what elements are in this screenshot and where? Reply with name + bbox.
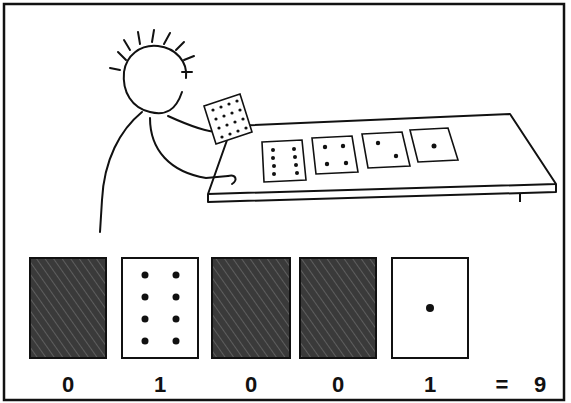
table-dots xyxy=(271,141,437,176)
held-card xyxy=(204,94,252,144)
table-cards xyxy=(262,128,458,182)
card-dots xyxy=(142,272,435,345)
bit-label: 9 xyxy=(534,374,546,396)
bit-label: 0 xyxy=(62,374,74,396)
bit-label: = xyxy=(496,374,509,396)
table xyxy=(208,114,556,202)
held-dots xyxy=(211,99,247,138)
bit-label: 1 xyxy=(154,374,166,396)
bit-label: 1 xyxy=(424,374,436,396)
frame xyxy=(4,4,564,400)
bit-label: 0 xyxy=(332,374,344,396)
binary-cards xyxy=(30,258,468,358)
bit-label: 0 xyxy=(245,374,257,396)
